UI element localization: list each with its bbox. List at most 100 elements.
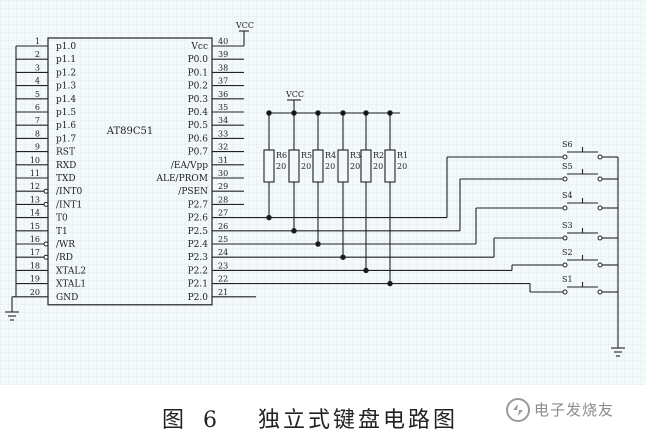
right-pin-number: 30 [218, 169, 228, 178]
junction-dot [266, 110, 272, 116]
inverter-bubble [43, 188, 49, 194]
junction-dot [363, 110, 369, 116]
microcontroller-chip: AT89C511p1.02p1.13p1.24p1.35p1.46p1.57p1… [16, 37, 244, 306]
right-pin-name: P0.5 [188, 121, 209, 131]
right-pin-number: 37 [218, 77, 228, 86]
vcc-label-chip: VCC [235, 21, 254, 30]
right-pin-number: 31 [218, 156, 228, 165]
left-pin-name: RST [56, 148, 75, 158]
grid-lines [0, 0, 646, 385]
switch-contact [562, 205, 568, 211]
resistor-name: R2 [373, 151, 384, 160]
left-pin-name: GND [56, 293, 78, 303]
wiring [5, 30, 625, 357]
left-pin-number: 17 [30, 248, 40, 257]
left-pin-name: RXD [56, 161, 76, 171]
left-pin-number: 19 [30, 275, 40, 284]
left-pin-name: T0 [56, 214, 68, 224]
inverter-bubble [43, 201, 49, 207]
left-pin-name: T1 [56, 227, 68, 237]
junction-dot [315, 110, 321, 116]
left-pin-number: 14 [30, 209, 40, 218]
left-pin-number: 20 [30, 288, 40, 297]
inverter-bubble [43, 241, 49, 247]
right-pin-number: 21 [218, 288, 228, 297]
switch-contact [562, 289, 568, 295]
left-pin-name: XTAL2 [56, 266, 86, 276]
resistor-value: 20 [276, 162, 286, 171]
right-pin-name: /EA/Vpp [171, 161, 208, 171]
right-pin-number: 22 [218, 275, 228, 284]
switch-name: S6 [562, 140, 573, 149]
right-pin-number: 38 [218, 63, 228, 72]
left-pin-number: 6 [35, 103, 40, 112]
switch-contact [562, 262, 568, 268]
right-pin-name: P2.6 [188, 214, 209, 224]
left-pin-name: p1.3 [56, 82, 76, 92]
left-pin-name: /INT0 [56, 187, 82, 197]
chip-name: AT89C51 [106, 126, 153, 137]
left-pin-number: 3 [35, 63, 40, 72]
figure-number: 图 6 [162, 408, 223, 433]
left-pin-number: 8 [35, 129, 40, 138]
diagram-labels: VCC VCC [235, 21, 304, 99]
right-pin-name: P2.1 [188, 280, 208, 290]
resistor-name: R4 [325, 151, 336, 160]
resistor-value: 20 [350, 162, 360, 171]
left-pin-name: TXD [56, 174, 76, 184]
left-pin-name: /INT1 [56, 200, 82, 210]
switch-name: S1 [562, 275, 573, 284]
right-pin-name: ALE/PROM [155, 174, 208, 184]
left-pin-number: 10 [30, 156, 40, 165]
circuit-diagram: AT89C511p1.02p1.13p1.24p1.35p1.46p1.57p1… [0, 0, 646, 385]
chip-body [47, 37, 213, 306]
left-pin-number: 16 [30, 235, 40, 244]
switch-contact [597, 176, 603, 182]
resistor-body [263, 149, 275, 183]
right-pin-name: P0.3 [188, 95, 209, 105]
figure-title: 独立式键盘电路图 [258, 408, 459, 433]
switch-contact [562, 235, 568, 241]
switch-name: S2 [562, 248, 573, 257]
switch-contact [597, 262, 603, 268]
left-pin-name: /RD [56, 253, 73, 263]
resistor-body [384, 149, 396, 183]
switch-contact [562, 176, 568, 182]
left-pin-number: 18 [30, 261, 40, 270]
right-pin-name: P2.7 [188, 200, 209, 210]
figure-caption: 图 6 独立式键盘电路图 [0, 396, 646, 436]
left-pin-number: 12 [30, 182, 40, 191]
right-pin-name: P2.0 [188, 293, 209, 303]
left-pin-name: /WR [56, 240, 75, 250]
right-pin-name: P0.7 [188, 148, 209, 158]
right-pin-number: 33 [218, 129, 228, 138]
right-pin-number: 39 [218, 50, 228, 59]
watermark: 电子发烧友 [500, 394, 640, 428]
right-pin-name: /PSEN [178, 187, 208, 197]
right-pin-name: P0.0 [188, 55, 209, 65]
right-pin-name: P0.4 [188, 108, 209, 118]
left-pin-number: 9 [35, 143, 40, 152]
resistor-name: R1 [397, 151, 408, 160]
switch-contact [597, 154, 603, 160]
watermark-logo-icon [506, 398, 530, 422]
switch-contact [597, 289, 603, 295]
left-pin-name: p1.0 [56, 42, 76, 52]
right-pin-number: 27 [218, 209, 228, 218]
left-pin-number: 15 [30, 222, 40, 231]
left-pin-name: p1.4 [56, 95, 76, 105]
resistor-name: R6 [276, 151, 287, 160]
left-pin-number: 7 [35, 116, 40, 125]
right-pin-number: 25 [218, 235, 228, 244]
resistor-value: 20 [373, 162, 383, 171]
right-pin-number: 34 [218, 116, 228, 125]
right-pin-number: 29 [218, 182, 228, 191]
left-pin-number: 13 [30, 195, 40, 204]
left-pin-number: 11 [30, 169, 40, 178]
left-pin-name: p1.6 [56, 121, 76, 131]
right-pin-name: P2.2 [188, 266, 208, 276]
resistor-body [360, 149, 372, 183]
vcc-label-resistors: VCC [285, 90, 304, 99]
left-pin-name: p1.2 [56, 68, 76, 78]
